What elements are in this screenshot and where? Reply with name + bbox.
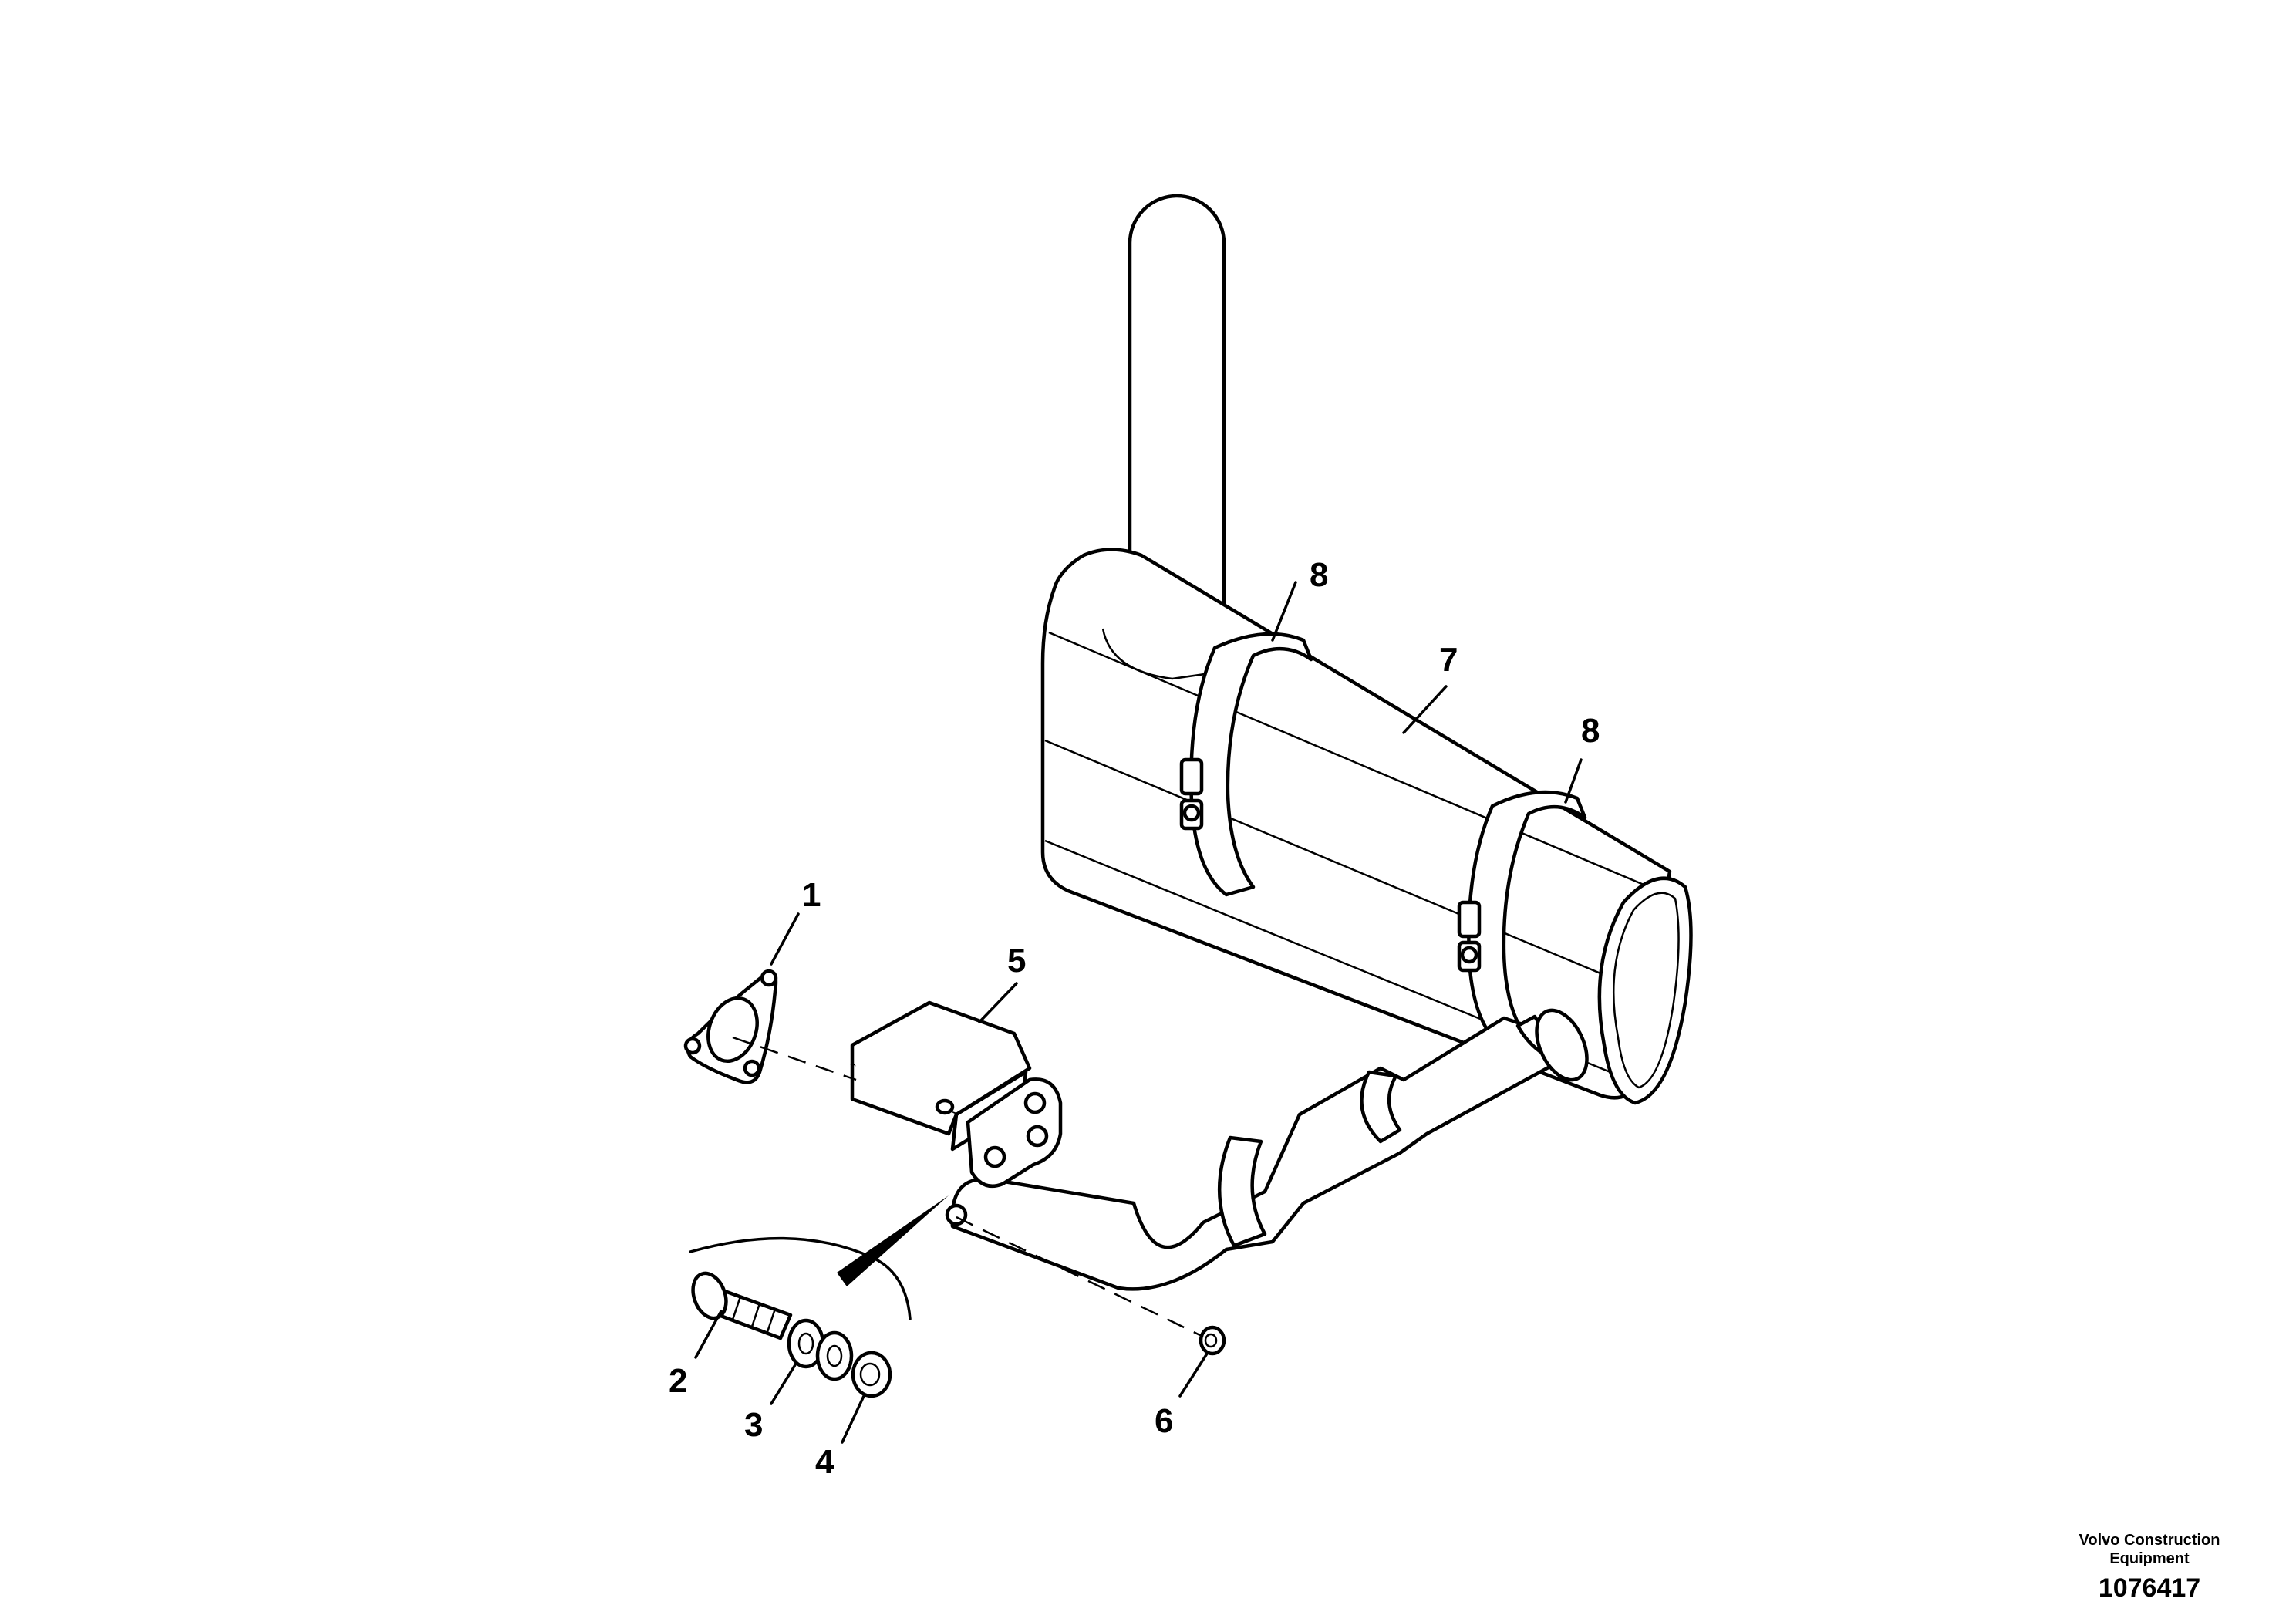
clamp-band-left bbox=[1179, 632, 1313, 897]
heat-shield bbox=[850, 1000, 1063, 1226]
drawing-number: 1076417 bbox=[2098, 1573, 2201, 1603]
callout-1: 1 bbox=[802, 876, 821, 914]
brand-name-line1: Volvo Construction bbox=[2079, 1532, 2220, 1549]
callout-5: 5 bbox=[1007, 942, 1026, 980]
callout-2: 2 bbox=[669, 1362, 687, 1400]
clamp-band-right bbox=[1457, 790, 1587, 1047]
nut bbox=[851, 1351, 892, 1398]
callout-3: 3 bbox=[744, 1406, 763, 1444]
washers bbox=[787, 1318, 854, 1381]
callout-7: 7 bbox=[1439, 641, 1458, 679]
muffler bbox=[1040, 548, 1693, 1105]
callout-4: 4 bbox=[815, 1443, 834, 1481]
callout-8-right: 8 bbox=[1581, 712, 1600, 750]
detail-view-indicator bbox=[689, 1195, 949, 1320]
nut-small bbox=[1199, 1325, 1226, 1356]
callout-8-top: 8 bbox=[1310, 556, 1328, 594]
bolt bbox=[691, 1271, 793, 1340]
callout-6: 6 bbox=[1155, 1402, 1173, 1440]
exhaust-pipe bbox=[950, 1008, 1589, 1291]
gasket bbox=[683, 969, 778, 1084]
brand-name-line2: Equipment bbox=[2109, 1550, 2190, 1567]
assembly-lines bbox=[732, 1036, 1204, 1338]
leader-lines bbox=[694, 581, 1583, 1444]
